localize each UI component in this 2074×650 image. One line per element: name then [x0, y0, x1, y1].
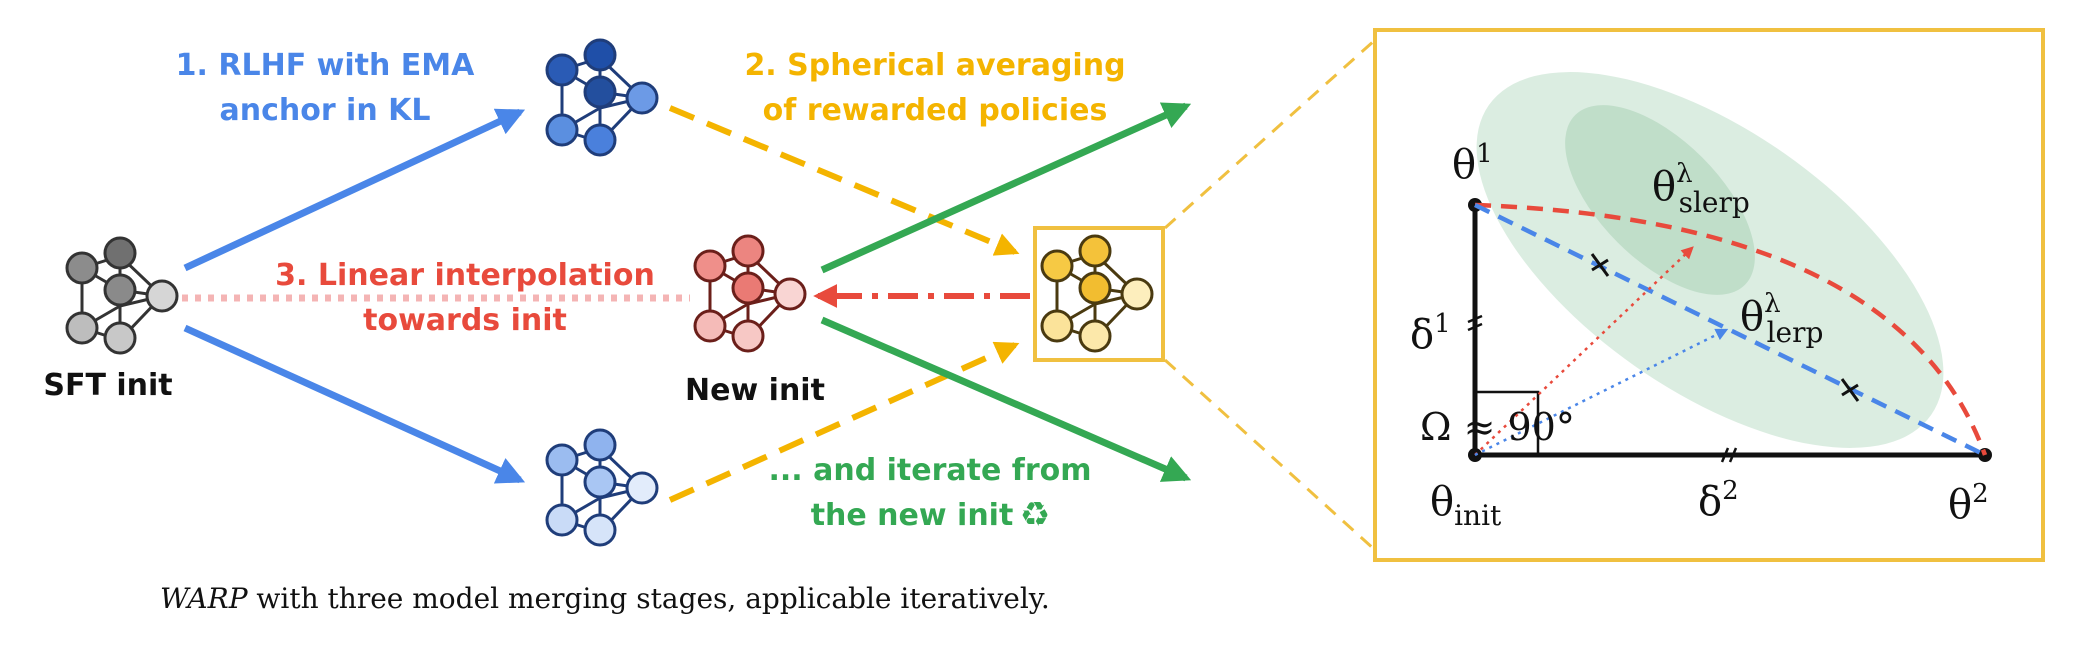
arrow-bottom-to-merge: [668, 341, 1020, 503]
right-angle-marker: [1473, 390, 1540, 457]
theta-init-label: θinit: [1430, 479, 1502, 532]
network-new-init: [693, 234, 807, 353]
caption-method-name: WARP: [160, 582, 248, 615]
arrow-new-init-to-bottom-right: [820, 316, 1192, 482]
merge-box: [1033, 226, 1165, 362]
caption-text: with three model merging stages, applica…: [247, 582, 1050, 615]
vector-to-slerp: [1474, 246, 1694, 456]
stage-labels: 1. RLHF with EMA anchor in KL 2. Spheric…: [43, 48, 1125, 535]
new-init-label: New init: [685, 373, 825, 408]
slerp-label-line1: 2. Spherical averaging: [744, 48, 1125, 83]
arrow-top-to-merge: [668, 105, 1020, 256]
network-bottom-blue: [545, 428, 659, 547]
equal-length-ticks: [1467, 314, 1738, 463]
theta1-label: θ1: [1452, 139, 1493, 188]
iterate-label-line1: ... and iterate from: [768, 453, 1091, 488]
vector-to-lerp: [1474, 328, 1729, 457]
iterate-label-line2: the new init: [811, 498, 1014, 533]
network-top-blue: [545, 38, 659, 157]
slerp-label-line2: of rewarded policies: [763, 93, 1108, 128]
lerp-label-line2: towards init: [363, 303, 567, 338]
theta2-label: θ2: [1948, 479, 1989, 528]
network-merged: [1040, 234, 1154, 353]
rlhf-label-line1: 1. RLHF with EMA: [176, 48, 475, 83]
zoom-line-top: [1163, 38, 1377, 230]
lerp-label-line1: 3. Linear interpolation: [275, 258, 655, 293]
delta2-label: δ2: [1698, 476, 1739, 525]
figure-caption: WARP with three model merging stages, ap…: [160, 582, 1360, 615]
arrows: [182, 38, 1377, 552]
network-sft-init: [65, 236, 179, 355]
rlhf-label-line2: anchor in KL: [219, 93, 430, 128]
lerp-line: [1474, 202, 1986, 458]
lerp-crosses: [1590, 253, 1860, 402]
omega-label: Ω ≈ 90°: [1420, 405, 1575, 449]
zoom-line-bottom: [1163, 358, 1377, 552]
slerp-arc: [1474, 202, 1988, 456]
arrow-sft-to-top: [183, 108, 526, 272]
recycle-icon: ♻: [1020, 495, 1050, 535]
networks: [65, 38, 1165, 547]
delta1-label: δ1: [1410, 309, 1451, 358]
arrow-sft-to-bottom: [183, 324, 526, 484]
sft-init-label: SFT init: [43, 368, 172, 403]
reward-ellipse-inner: [1565, 105, 1755, 295]
arrow-new-init-to-top-right: [820, 102, 1192, 274]
